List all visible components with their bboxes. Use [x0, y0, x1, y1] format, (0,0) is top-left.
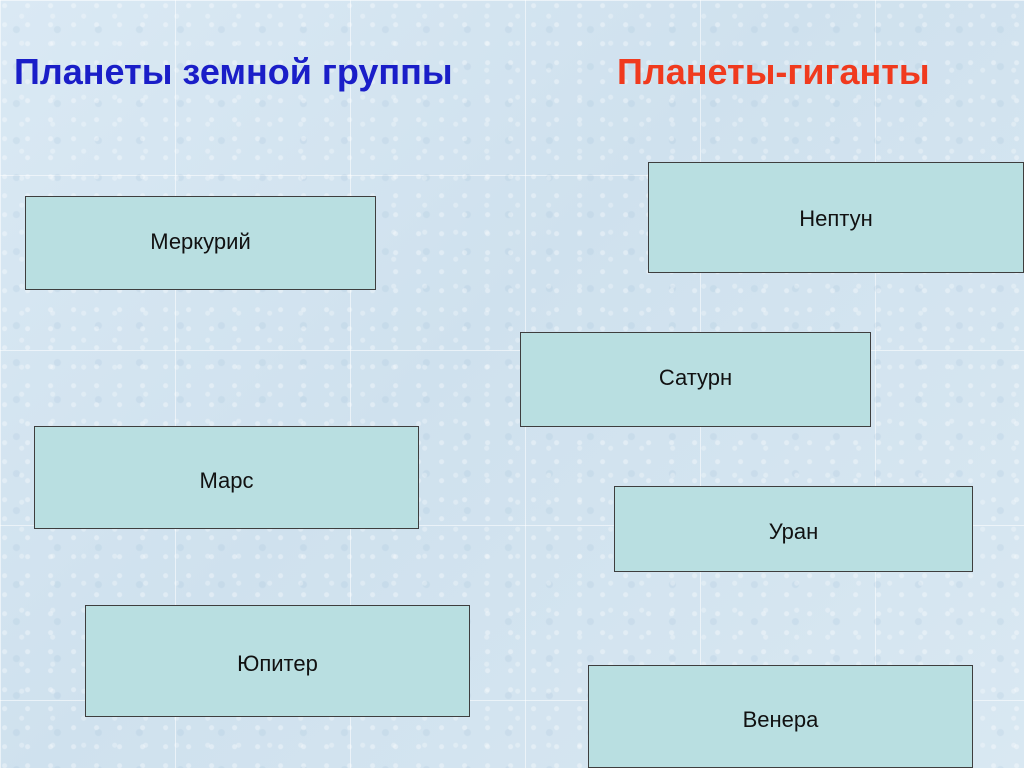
planet-card-label: Венера [742, 707, 819, 732]
planet-card-label: Юпитер [237, 651, 318, 676]
planet-card-label: Уран [768, 519, 819, 544]
planet-card-uranus[interactable]: Уран [614, 486, 973, 572]
planet-card-mars[interactable]: Марс [34, 426, 419, 529]
planet-card-label: Меркурий [150, 229, 251, 254]
heading-giant-planets: Планеты-гиганты [617, 51, 930, 92]
planet-card-label: Марс [199, 468, 254, 493]
planet-card-label: Сатурн [658, 365, 733, 390]
heading-terrestrial-planets: Планеты земной группы [14, 51, 453, 92]
planet-card-label: Нептун [799, 206, 873, 231]
planet-card-saturn[interactable]: Сатурн [520, 332, 871, 427]
planet-card-mercury[interactable]: Меркурий [25, 196, 376, 290]
planet-card-venus[interactable]: Венера [588, 665, 973, 768]
planet-card-neptune[interactable]: Нептун [648, 162, 1024, 273]
planet-card-jupiter[interactable]: Юпитер [85, 605, 470, 717]
